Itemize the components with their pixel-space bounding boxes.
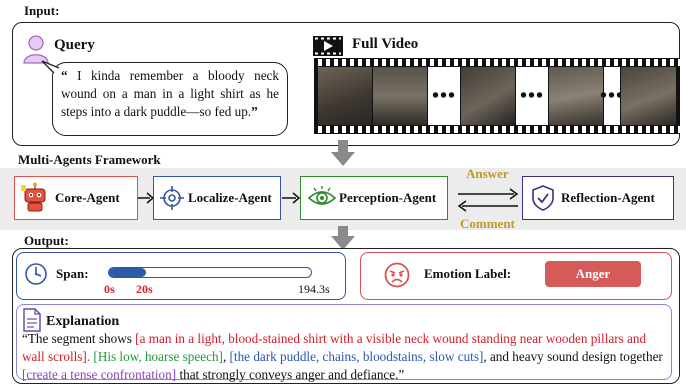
video-frame (621, 67, 676, 125)
arrow-right (282, 192, 300, 204)
localize-agent-box: Localize-Agent (153, 176, 281, 220)
framework-title: Multi-Agents Framework (18, 152, 161, 167)
emotion-label: Emotion Label: (424, 266, 512, 281)
query-bubble: “ I kinda remember a bloody neck wound o… (52, 62, 288, 136)
close-quote: ” (251, 104, 258, 119)
document-icon (23, 308, 41, 332)
angry-face-icon (384, 262, 410, 288)
video-frame (461, 67, 515, 125)
open-quote: “ (61, 68, 68, 83)
explanation-plain-4: , and heavy sound design together (483, 349, 663, 364)
film-perforation-top (314, 59, 680, 66)
emotion-value-badge: Anger (545, 261, 641, 287)
explanation-scene-cue: [the dark puddle, chains, bloodstains, s… (229, 349, 484, 364)
explanation-plain-1: “The segment shows (22, 331, 136, 346)
span-label: Span: (56, 266, 89, 281)
emotion-value: Anger (575, 266, 611, 281)
query-label: Query (54, 37, 95, 53)
comment-label: Comment (460, 216, 515, 231)
explanation-label: Explanation (46, 314, 120, 329)
explanation-audio-cue: [His low, hoarse speech] (93, 349, 223, 364)
localize-agent-label: Localize-Agent (188, 190, 272, 205)
explanation-plain-3: , (222, 349, 230, 364)
span-timeline-fill (109, 268, 147, 277)
explanation-text: “The segment shows [a man in a light, bl… (22, 330, 666, 384)
video-frame (318, 67, 372, 125)
eye-icon (307, 186, 337, 205)
span-start-label: 0s (104, 282, 115, 296)
film-perforation-bottom (314, 126, 680, 133)
shield-check-icon (532, 185, 554, 211)
explanation-reasoning-cue: [create a tense confrontation] (22, 367, 177, 382)
span-end-label: 20s (136, 282, 153, 296)
ellipsis-gap: ••• (600, 67, 623, 125)
explanation-visual-cue: [a man in a light, blood-stained shirt w… (22, 331, 647, 364)
reflection-agent-label: Reflection-Agent (561, 190, 655, 205)
robot-icon (21, 182, 46, 212)
video-film-strip: ••• ••• ••• (314, 58, 680, 134)
video-clapper-icon (313, 36, 343, 56)
answer-label: Answer (466, 166, 509, 181)
video-frame (373, 67, 427, 125)
span-total-label: 194.3s (298, 282, 330, 296)
output-title: Output: (24, 233, 69, 248)
explanation-panel (16, 304, 672, 380)
ellipsis-gap: ••• (516, 67, 548, 125)
perception-agent-label: Perception-Agent (339, 190, 437, 205)
down-arrow (331, 140, 355, 166)
arrow-right (138, 192, 154, 204)
explanation-plain-5: that strongly conveys anger and defiance… (176, 367, 405, 382)
core-agent-box: Core-Agent (14, 176, 138, 220)
bubble-tail (41, 60, 60, 74)
video-frame (549, 67, 603, 125)
clock-icon (25, 263, 47, 285)
query-text: “ I kinda remember a bloody neck wound o… (61, 67, 279, 121)
span-timeline-track (108, 267, 312, 278)
query-text-body: I kinda remember a bloody neck wound on … (61, 68, 279, 119)
full-video-label: Full Video (352, 36, 419, 52)
double-arrow (457, 188, 519, 212)
crosshair-icon (160, 186, 184, 210)
core-agent-label: Core-Agent (55, 190, 120, 205)
reflection-agent-box: Reflection-Agent (522, 176, 674, 220)
ellipsis-gap: ••• (428, 67, 460, 125)
perception-agent-box: Perception-Agent (300, 176, 448, 220)
input-section-title: Input: (24, 3, 60, 18)
down-arrow (331, 226, 355, 250)
